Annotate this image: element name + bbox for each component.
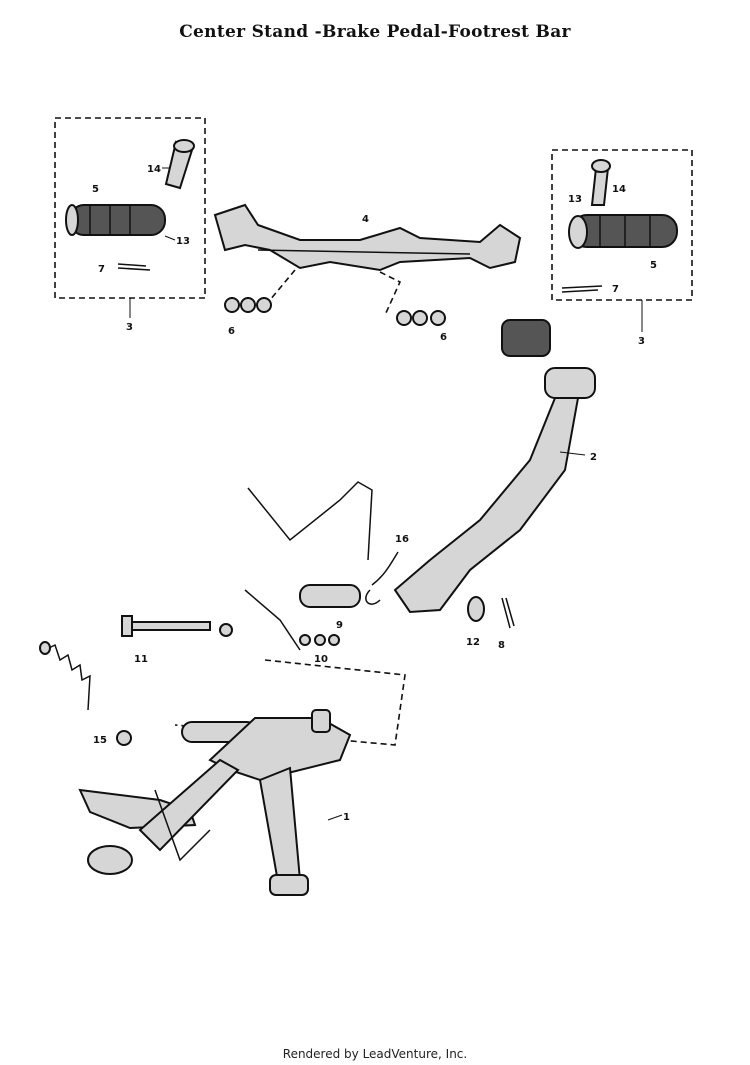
brake-pedal-washer [467, 596, 485, 622]
right-nut-washer-set [396, 310, 446, 326]
callout-4: 4 [362, 214, 369, 225]
callout-1: 1 [343, 812, 350, 823]
left-footrest-rubber [65, 204, 166, 236]
brake-pedal-rubber [501, 319, 551, 357]
bar-bolt-leader-right [379, 271, 402, 316]
right-footrest-rubber [568, 214, 678, 249]
callout-13-right: 13 [568, 194, 582, 205]
callout-2: 2 [590, 452, 597, 463]
pivot-shaft [299, 584, 361, 608]
stand-spring [44, 643, 91, 711]
callout-8: 8 [498, 640, 505, 651]
right-footrest-group-box [551, 149, 693, 301]
diagram-title: Center Stand -Brake Pedal-Footrest Bar [179, 22, 571, 42]
right-footrest-bolt [590, 159, 611, 206]
callout-3-right: 3 [638, 336, 645, 347]
callout-6-left: 6 [228, 326, 235, 337]
leader-1 [327, 814, 343, 821]
right-cotter-pin [561, 285, 603, 293]
callout-12: 12 [466, 637, 480, 648]
leader-2 [559, 451, 586, 456]
callout-6-right: 6 [440, 332, 447, 343]
callout-14-left: 14 [147, 164, 161, 175]
left-nut-washer-set [224, 297, 272, 313]
brake-return-spring [365, 551, 399, 605]
callout-7-left: 7 [98, 264, 105, 275]
callout-5-right: 5 [650, 260, 657, 271]
bar-bolt-leader-left [269, 269, 296, 301]
brake-pedal-cotter-pin [501, 597, 515, 629]
callout-16: 16 [395, 534, 409, 545]
stand-bolt-washer [219, 623, 233, 637]
callout-3-left: 3 [126, 322, 133, 333]
callout-13-left: 13 [176, 236, 190, 247]
stand-pivot-bolt [121, 615, 211, 637]
callout-7-right: 7 [612, 284, 619, 295]
callout-14-right: 14 [612, 184, 626, 195]
center-stand [78, 709, 352, 896]
stand-stopper-nut [116, 730, 132, 746]
callout-5-left: 5 [92, 184, 99, 195]
pivot-nut-set [299, 634, 340, 646]
callout-10: 10 [314, 654, 328, 665]
frame-bracket-edge [244, 589, 301, 651]
leader-13-left [164, 235, 176, 241]
left-footrest-bolt [164, 139, 195, 190]
brake-pedal-arm [393, 367, 596, 614]
callout-15: 15 [93, 735, 107, 746]
callout-11: 11 [134, 654, 148, 665]
left-cotter-pin [117, 263, 151, 271]
render-credit: Rendered by LeadVenture, Inc. [282, 1047, 468, 1061]
callout-9: 9 [336, 620, 343, 631]
stand-spring-hook-top [39, 641, 51, 655]
frame-bracket-outline [247, 481, 373, 561]
footrest-bar [213, 203, 522, 272]
